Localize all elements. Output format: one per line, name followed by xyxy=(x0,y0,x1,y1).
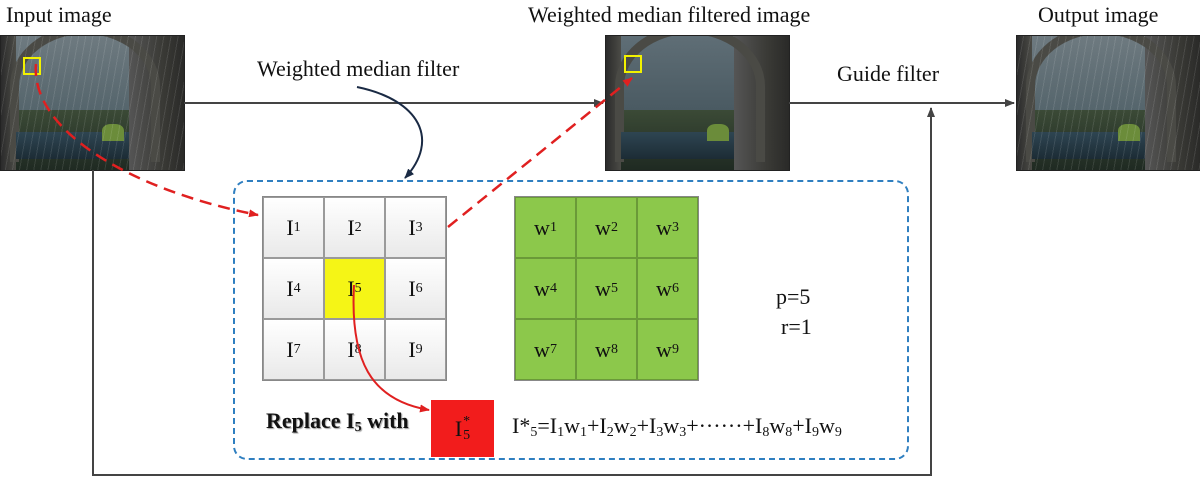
guide-feedback-line xyxy=(92,107,935,476)
input-patch-marker xyxy=(23,57,41,75)
weighted-median-filter-label: Weighted median filter xyxy=(257,56,460,81)
output-image xyxy=(1016,35,1200,171)
guide-filter-label: Guide filter xyxy=(837,61,940,86)
output-image-title: Output image xyxy=(1038,2,1159,27)
weighted-sum-equation: I*5=I1w1+I2w2+I3w3+······+I8w8+I9w9 xyxy=(512,413,842,440)
filtered-image-title: Weighted median filtered image xyxy=(528,2,811,27)
filtered-image xyxy=(605,35,790,171)
red-dashed-grid-to-filtered xyxy=(447,77,633,228)
wmf-curve-arrow xyxy=(356,86,424,179)
param-r: r=1 xyxy=(781,314,812,339)
red-curve-i5-to-istar xyxy=(352,284,430,413)
process-box xyxy=(233,180,909,460)
param-p: p=5 xyxy=(776,284,811,309)
replacement-value-box: I*5 xyxy=(431,400,494,457)
filtered-patch-marker xyxy=(624,55,642,73)
input-image xyxy=(0,35,185,171)
red-dashed-input-to-grid xyxy=(34,63,259,218)
replace-text: Replace I5 with xyxy=(266,408,409,435)
input-image-title: Input image xyxy=(6,2,112,27)
